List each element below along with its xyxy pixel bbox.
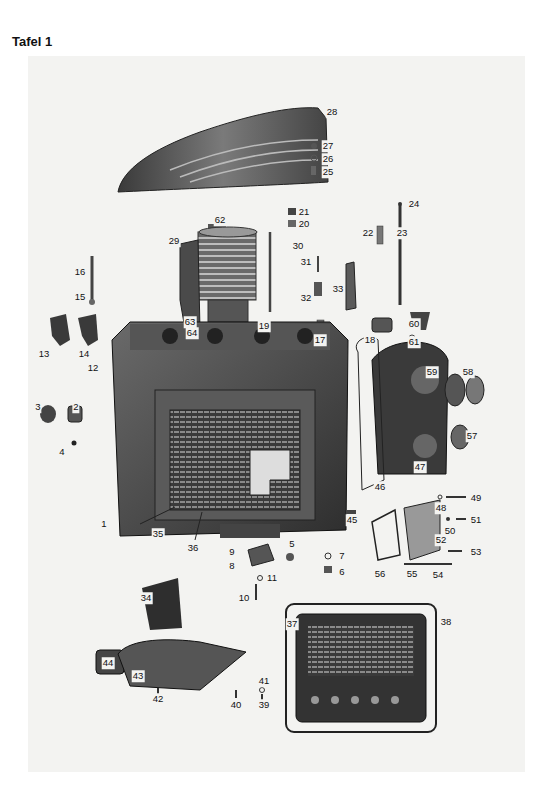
callout-number: 16	[74, 266, 87, 278]
callout-number: 58	[462, 366, 475, 378]
callout-number: 13	[38, 348, 51, 360]
callout-number: 11	[266, 572, 278, 584]
callout-number: 48	[435, 502, 448, 514]
callout-number: 51	[470, 514, 483, 526]
callout-number: 43	[132, 670, 145, 682]
callout-number: 36	[187, 542, 200, 554]
callout-number: 56	[374, 568, 387, 580]
callout-number: 17	[314, 334, 327, 346]
callout-number: 55	[406, 568, 419, 580]
callout-number: 24	[408, 198, 421, 210]
callout-number: 61	[408, 336, 421, 348]
callout-number: 12	[87, 362, 100, 374]
callout-number: 15	[74, 291, 87, 303]
callout-number: 4	[58, 446, 65, 458]
callout-number: 64	[186, 327, 199, 339]
callout-number: 44	[102, 657, 115, 669]
callout-number: 7	[338, 550, 345, 562]
callout-number: 37	[286, 618, 299, 630]
callout-number: 6	[338, 566, 345, 578]
callout-number: 49	[470, 492, 483, 504]
callout-number: 22	[362, 227, 375, 239]
callout-number: 8	[228, 560, 235, 572]
callout-number: 32	[300, 292, 313, 304]
callout-number: 46	[374, 481, 387, 493]
callout-number: 23	[396, 227, 409, 239]
callout-number: 38	[440, 616, 453, 628]
callout-number: 9	[228, 546, 235, 558]
callout-number: 19	[258, 320, 271, 332]
callout-number: 63	[184, 316, 197, 328]
callout-number: 5	[288, 538, 295, 550]
callout-number: 14	[78, 348, 91, 360]
callout-number: 40	[230, 699, 243, 711]
callout-number: 27	[322, 140, 335, 152]
callout-number: 1	[100, 518, 107, 530]
callout-number: 47	[414, 461, 427, 473]
callout-number: 26	[322, 153, 335, 165]
callout-number: 3	[34, 401, 41, 413]
callout-number: 33	[332, 283, 345, 295]
callout-number: 30	[292, 240, 305, 252]
callout-number: 60	[408, 318, 421, 330]
callout-number: 54	[432, 569, 445, 581]
callout-number: 62	[214, 214, 227, 226]
callout-number: 35	[152, 528, 165, 540]
callout-number: 39	[258, 699, 271, 711]
callout-number: 2	[72, 401, 79, 413]
callout-number: 31	[300, 256, 313, 268]
callout-number: 57	[466, 430, 479, 442]
callout-number: 41	[258, 675, 271, 687]
callout-number: 18	[364, 334, 377, 346]
callout-number: 42	[152, 693, 165, 705]
callout-number: 10	[238, 592, 251, 604]
callout-number: 25	[322, 166, 335, 178]
callout-number: 20	[298, 218, 311, 230]
callout-number: 34	[140, 592, 153, 604]
callout-number: 28	[326, 106, 339, 118]
plate-title: Tafel 1	[12, 34, 52, 49]
callout-number: 21	[298, 206, 311, 218]
callout-number: 45	[346, 514, 359, 526]
callout-number: 59	[426, 366, 439, 378]
callout-number: 52	[435, 534, 448, 546]
callout-number: 29	[168, 235, 181, 247]
callout-number: 53	[470, 546, 483, 558]
